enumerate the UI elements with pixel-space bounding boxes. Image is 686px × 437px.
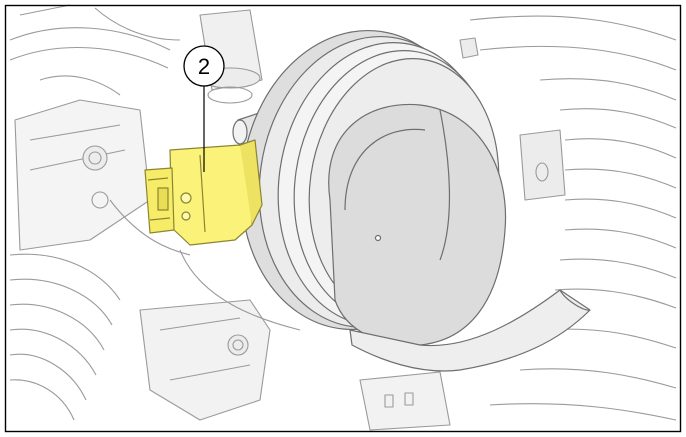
horn-icon — [232, 29, 591, 372]
figure-frame — [4, 4, 682, 433]
engine-block-icon — [9, 4, 677, 431]
electrical-connector-icon — [144, 139, 263, 246]
callout-bubble — [183, 45, 225, 87]
callout-number: 2 — [198, 54, 210, 79]
callout-2: 2 — [183, 45, 225, 172]
